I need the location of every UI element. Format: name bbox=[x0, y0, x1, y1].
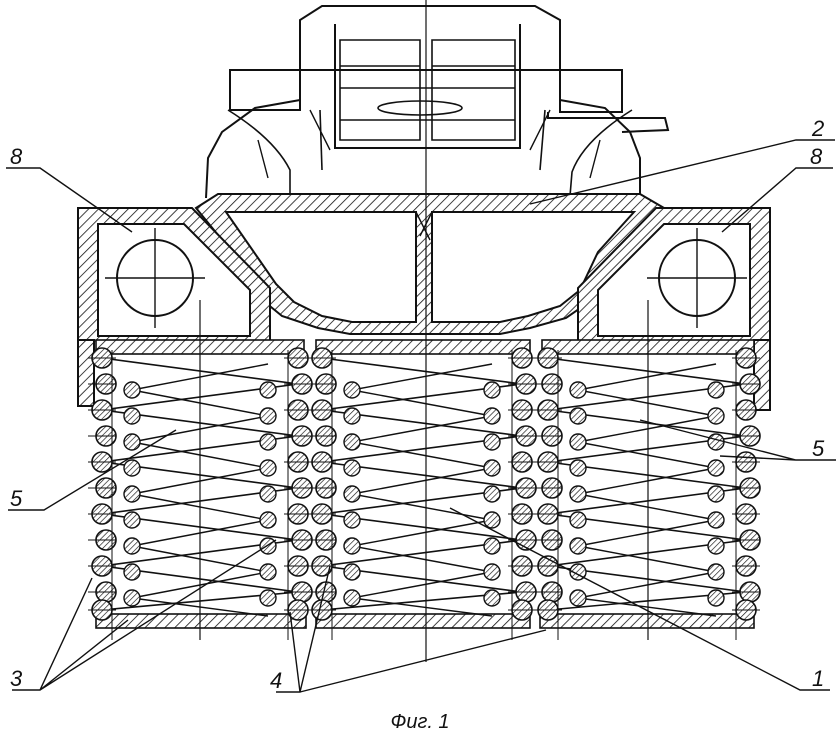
inner-coil-wire bbox=[577, 493, 717, 521]
coil-section-inner bbox=[123, 537, 141, 555]
coil-section-inner bbox=[123, 459, 141, 477]
coil-section-inner bbox=[123, 433, 141, 451]
coil-section-inner bbox=[569, 537, 587, 555]
inner-coil-wire bbox=[351, 571, 493, 599]
inner-coil-wire bbox=[577, 467, 717, 495]
coil-section-inner bbox=[569, 485, 587, 503]
coil-section-inner bbox=[343, 485, 361, 503]
coil-section-inner bbox=[343, 589, 361, 607]
upper-body bbox=[205, 5, 670, 199]
coil-section-inner bbox=[123, 381, 141, 399]
inner-coil-wire bbox=[351, 597, 493, 617]
coil-section-inner bbox=[483, 407, 501, 425]
inner-coil-wire bbox=[577, 363, 717, 391]
coil-section-inner bbox=[343, 407, 361, 425]
coil-section-inner bbox=[707, 537, 725, 555]
inner-coil-wire bbox=[577, 415, 717, 443]
inner-coil-wire bbox=[351, 363, 493, 391]
upper-spring-seats bbox=[95, 339, 755, 355]
coil-section-inner bbox=[707, 459, 725, 477]
inner-coil-wire bbox=[351, 467, 493, 495]
coil-section-inner bbox=[259, 537, 277, 555]
coil-section-inner bbox=[483, 537, 501, 555]
callout-4: 4 bbox=[270, 668, 282, 693]
coil-section-inner bbox=[483, 433, 501, 451]
coil-section-inner bbox=[707, 407, 725, 425]
inner-coil-wire bbox=[577, 597, 717, 617]
coil-section-inner bbox=[569, 433, 587, 451]
coil-section-inner bbox=[123, 407, 141, 425]
coil-section-inner bbox=[483, 563, 501, 581]
coil-section-inner bbox=[259, 485, 277, 503]
coil-section-inner bbox=[343, 433, 361, 451]
coil-section-inner bbox=[123, 589, 141, 607]
spring-sets bbox=[88, 347, 761, 640]
coil-section-inner bbox=[707, 433, 725, 451]
coil-section-inner bbox=[259, 511, 277, 529]
inner-coil-wire bbox=[577, 545, 717, 573]
inner-coil-wire bbox=[577, 389, 717, 417]
coil-section-inner bbox=[483, 511, 501, 529]
inner-coil-wire bbox=[577, 441, 717, 469]
coil-section-inner bbox=[569, 381, 587, 399]
coil-section-inner bbox=[343, 537, 361, 555]
coil-section-inner bbox=[569, 459, 587, 477]
coil-section-inner bbox=[483, 459, 501, 477]
coil-section-inner bbox=[483, 485, 501, 503]
inner-coil-wire bbox=[577, 571, 717, 599]
coil-section-inner bbox=[259, 381, 277, 399]
inner-coil-wire bbox=[351, 389, 493, 417]
figure-caption: Фиг. 1 bbox=[390, 711, 449, 733]
lower-spring-seats bbox=[95, 613, 755, 629]
inner-coil-wire bbox=[351, 415, 493, 443]
coil-section-inner bbox=[123, 563, 141, 581]
inner-coil-wire bbox=[351, 545, 493, 573]
coil-section-inner bbox=[343, 381, 361, 399]
inner-coil-wire bbox=[351, 441, 493, 469]
coil-section-inner bbox=[569, 407, 587, 425]
right-bracket bbox=[577, 207, 771, 411]
callout-5-left: 5 bbox=[10, 486, 23, 511]
coil-section-inner bbox=[259, 433, 277, 451]
callout-8-left: 8 bbox=[10, 144, 23, 169]
coil-section-inner bbox=[707, 381, 725, 399]
outer-coil-wire bbox=[547, 357, 747, 385]
coil-section-inner bbox=[569, 511, 587, 529]
callout-5-right: 5 bbox=[812, 436, 825, 461]
callout-3: 3 bbox=[10, 666, 23, 691]
coil-section-inner bbox=[123, 485, 141, 503]
callout-labels: 8 8 2 5 5 3 4 1 bbox=[10, 116, 825, 693]
coil-section-inner bbox=[343, 563, 361, 581]
inner-coil-wire bbox=[577, 519, 717, 547]
inner-coil-wire bbox=[351, 519, 493, 547]
coil-section-inner bbox=[259, 407, 277, 425]
callout-2: 2 bbox=[811, 116, 824, 141]
center-lines bbox=[199, 0, 649, 662]
coil-section-inner bbox=[123, 511, 141, 529]
coil-section-inner bbox=[707, 589, 725, 607]
coil-section-inner bbox=[343, 511, 361, 529]
coil-section-inner bbox=[483, 589, 501, 607]
coil-section-inner bbox=[707, 511, 725, 529]
outer-coil-wire bbox=[321, 357, 523, 385]
coil-section-inner bbox=[259, 459, 277, 477]
coil-section-inner bbox=[569, 589, 587, 607]
coil-section-inner bbox=[707, 563, 725, 581]
callout-8-right: 8 bbox=[810, 144, 823, 169]
coil-section-inner bbox=[259, 563, 277, 581]
coil-section-inner bbox=[343, 459, 361, 477]
callout-1: 1 bbox=[812, 666, 824, 691]
leader-lines bbox=[6, 139, 836, 693]
coil-section-inner bbox=[707, 485, 725, 503]
coil-section-inner bbox=[483, 381, 501, 399]
coil-section-inner bbox=[259, 589, 277, 607]
inner-coil-wire bbox=[351, 493, 493, 521]
